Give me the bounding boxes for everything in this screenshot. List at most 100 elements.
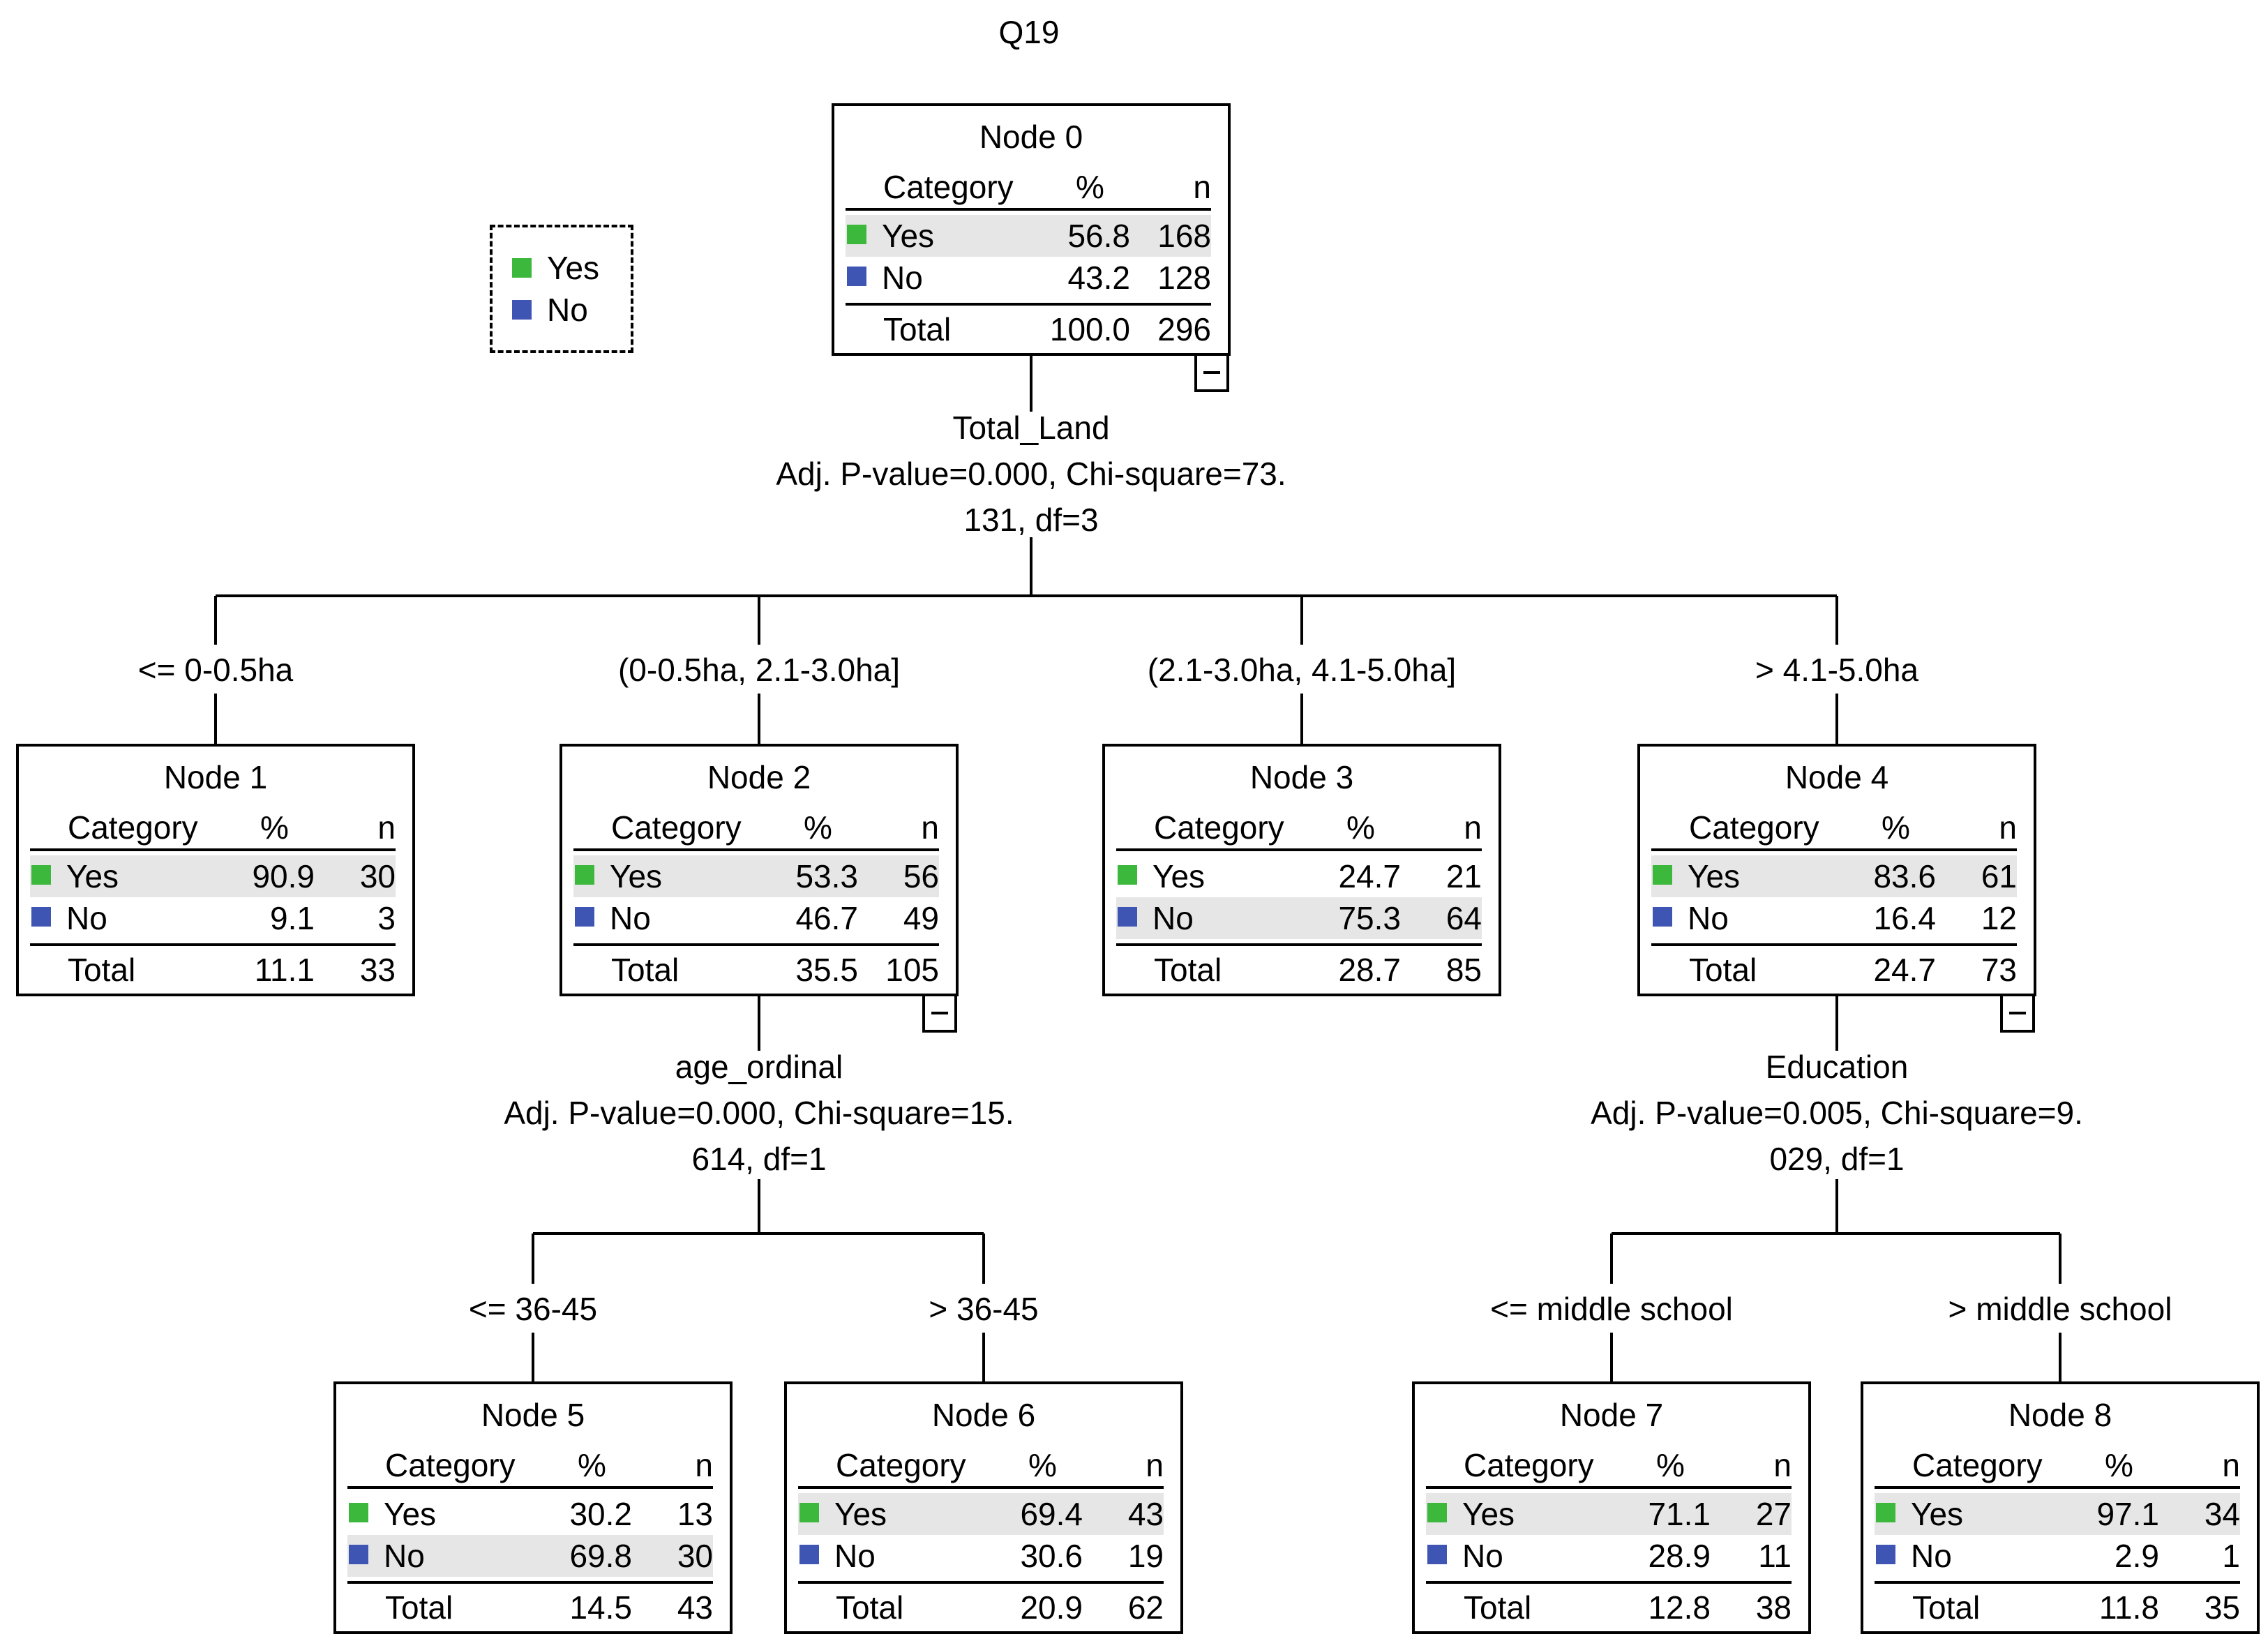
- category-label: No: [384, 1538, 425, 1574]
- node-header-row: Category%n: [1875, 1444, 2240, 1486]
- node-title: Node 5: [481, 1397, 585, 1433]
- category-swatch-no: [575, 907, 594, 927]
- category-percent: 69.4: [1020, 1496, 1083, 1532]
- edge-label-8: > middle school: [1948, 1291, 2172, 1327]
- category-count: 61: [1981, 858, 2017, 894]
- edge-label-3: (2.1-3.0ha, 4.1-5.0ha]: [1147, 652, 1457, 688]
- category-swatch-no: [847, 267, 866, 286]
- category-percent: 53.3: [795, 858, 858, 894]
- split-stats-line2: 029, df=1: [1769, 1141, 1905, 1177]
- column-header-n: n: [1773, 1447, 1792, 1483]
- node-header-rule: [1426, 1486, 1792, 1489]
- node-header-row: Category%n: [798, 1444, 1164, 1486]
- node-title: Node 1: [163, 759, 268, 795]
- category-label: No: [1462, 1538, 1503, 1574]
- category-swatch-no: [1653, 907, 1672, 927]
- category-swatch-yes: [799, 1503, 819, 1522]
- category-label: No: [1911, 1538, 1952, 1574]
- category-percent: 71.1: [1648, 1496, 1711, 1532]
- node-title: Node 6: [931, 1397, 1036, 1433]
- category-percent: 97.1: [2096, 1496, 2159, 1532]
- split-stats-line1: Adj. P-value=0.005, Chi-square=9.: [1591, 1095, 2083, 1131]
- edge-label-7: <= middle school: [1490, 1291, 1733, 1327]
- category-count: 56: [903, 858, 939, 894]
- category-percent: 30.2: [569, 1496, 632, 1532]
- category-count: 21: [1445, 858, 1482, 894]
- legend-item-no: No: [512, 290, 588, 329]
- edge-label-6: > 36-45: [929, 1291, 1039, 1327]
- column-header-n: n: [1464, 809, 1482, 846]
- category-swatch-yes: [1427, 1503, 1447, 1522]
- split-variable: age_ordinal: [675, 1049, 843, 1085]
- category-percent: 24.7: [1338, 858, 1401, 894]
- legend-swatch-no: [512, 300, 532, 320]
- node-header-row: Category%n: [1651, 807, 2017, 848]
- node-header-row: Category%n: [1116, 807, 1482, 848]
- total-percent: 12.8: [1648, 1589, 1711, 1626]
- column-header-percent: %: [804, 809, 832, 846]
- category-percent: 69.8: [569, 1538, 632, 1574]
- category-count: 19: [1127, 1538, 1164, 1574]
- category-swatch-yes: [1118, 865, 1137, 885]
- node-header-row: Category%n: [846, 166, 1211, 208]
- total-count: 38: [1755, 1589, 1792, 1626]
- total-label: Total: [1689, 952, 1757, 988]
- category-swatch-yes: [349, 1503, 368, 1522]
- legend-label-no: No: [547, 292, 588, 328]
- node-header-row: Category%n: [573, 807, 939, 848]
- total-label: Total: [385, 1589, 453, 1626]
- category-percent: 83.6: [1873, 858, 1936, 894]
- column-header-category: Category: [883, 169, 1014, 205]
- edge-label-1: <= 0-0.5ha: [137, 652, 294, 688]
- category-count: 27: [1755, 1496, 1792, 1532]
- node-title: Node 7: [1559, 1397, 1664, 1433]
- legend-swatch-yes: [512, 258, 532, 278]
- total-count: 33: [359, 952, 396, 988]
- node-title: Node 2: [707, 759, 811, 795]
- column-header-percent: %: [260, 809, 289, 846]
- collapse-toggle-button[interactable]: [1194, 353, 1229, 392]
- node-total-row: Total 14.5 43: [347, 1587, 713, 1628]
- column-header-category: Category: [611, 809, 742, 846]
- total-count: 43: [677, 1589, 713, 1626]
- node-header-rule: [573, 848, 939, 851]
- category-count: 1: [2222, 1538, 2240, 1574]
- column-header-category: Category: [1154, 809, 1284, 846]
- split-stats-line1: Adj. P-value=0.000, Chi-square=15.: [504, 1095, 1014, 1131]
- column-header-percent: %: [1656, 1447, 1685, 1483]
- category-percent: 75.3: [1338, 900, 1401, 936]
- category-swatch-no: [349, 1545, 368, 1564]
- collapse-toggle-button[interactable]: [2000, 994, 2035, 1033]
- category-label: Yes: [1911, 1496, 1964, 1532]
- collapse-toggle-button[interactable]: [922, 994, 957, 1033]
- category-swatch-no: [1118, 907, 1137, 927]
- column-header-category: Category: [1464, 1447, 1594, 1483]
- category-percent: 43.2: [1067, 260, 1130, 296]
- node-title: Node 4: [1785, 759, 1889, 795]
- column-header-percent: %: [1076, 169, 1104, 205]
- node-header-row: Category%n: [347, 1444, 713, 1486]
- category-percent: 16.4: [1873, 900, 1936, 936]
- total-percent: 14.5: [569, 1589, 632, 1626]
